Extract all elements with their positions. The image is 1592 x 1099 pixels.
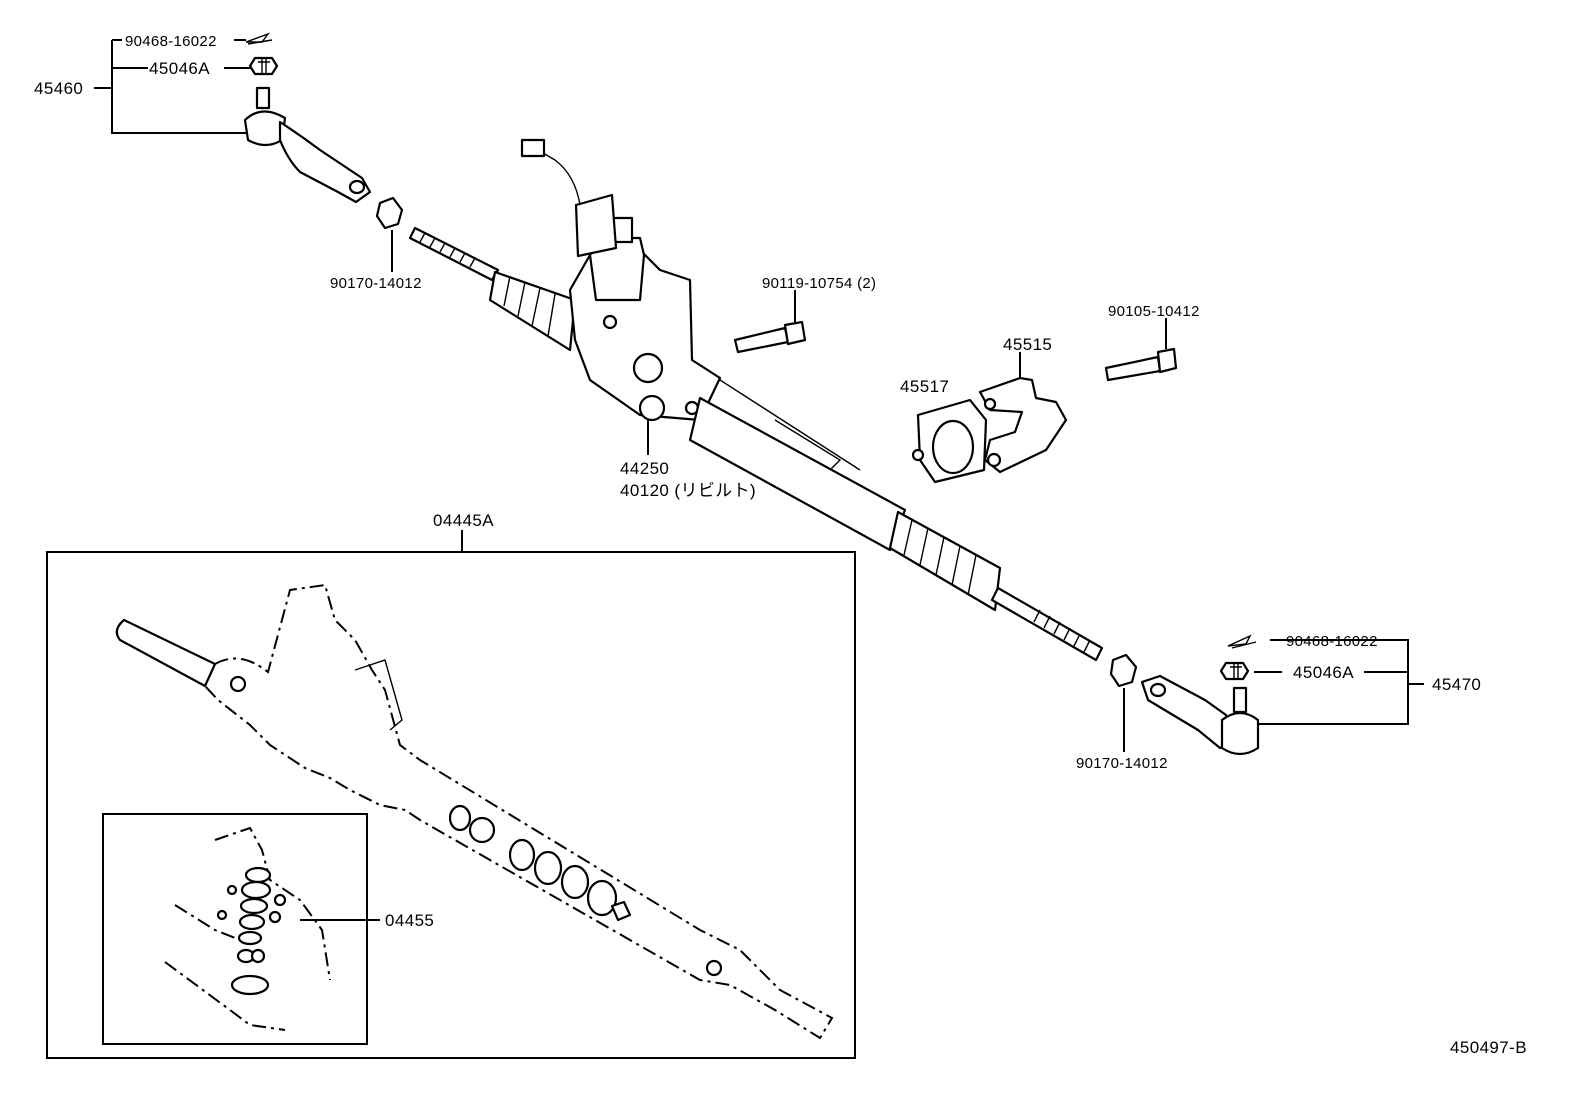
castle-nut-icon [1219,661,1250,681]
bracket-part [978,352,1068,474]
right-lock-nut-part [1109,653,1138,752]
nut-left-label: 45046A [149,59,210,78]
seal-kit-label: 04455 [385,911,434,930]
seal-kit-box [102,813,380,1045]
bushing-label: 45517 [900,377,949,396]
left-lock-nut-part [375,196,404,272]
gear-assy-label-2: 40120 (リビルト) [620,481,756,500]
lock-nut-right-label: 90170-14012 [1076,755,1168,772]
bracket-label: 45515 [1003,335,1052,354]
cotter-pin-left-label: 90468-16022 [125,33,217,50]
lock-nut-left-label: 90170-14012 [330,275,422,292]
cotter-pin-icon [245,32,273,45]
nut-right-label: 45046A [1293,663,1354,682]
bolt-b-label: 90105-10412 [1108,303,1200,320]
tie-rod-end-left-label: 45460 [34,79,83,98]
cotter-pin-icon [1227,634,1257,649]
bolt-right-icon [1104,318,1178,382]
right-tie-rod-end-group [1109,634,1424,756]
figure-code-label: 450497-B [1450,1038,1527,1057]
steering-rack-assembly [408,138,1104,662]
castle-nut-icon [248,56,279,76]
right-tie-rod-end-part [1140,674,1260,756]
left-tie-rod-end-part [243,86,372,204]
bolt-a-label: 90119-10754 (2) [762,275,876,292]
tie-rod-end-right-label: 45470 [1432,675,1481,694]
gear-assy-label-1: 44250 [620,459,669,478]
bushing-part [911,398,988,484]
bolt-upper-icon [733,290,807,354]
cotter-pin-right-label: 90468-16022 [1286,633,1378,650]
left-tie-rod-end-group [94,32,404,272]
gasket-kit-box [46,530,856,1059]
gasket-kit-label: 04445A [433,511,494,530]
